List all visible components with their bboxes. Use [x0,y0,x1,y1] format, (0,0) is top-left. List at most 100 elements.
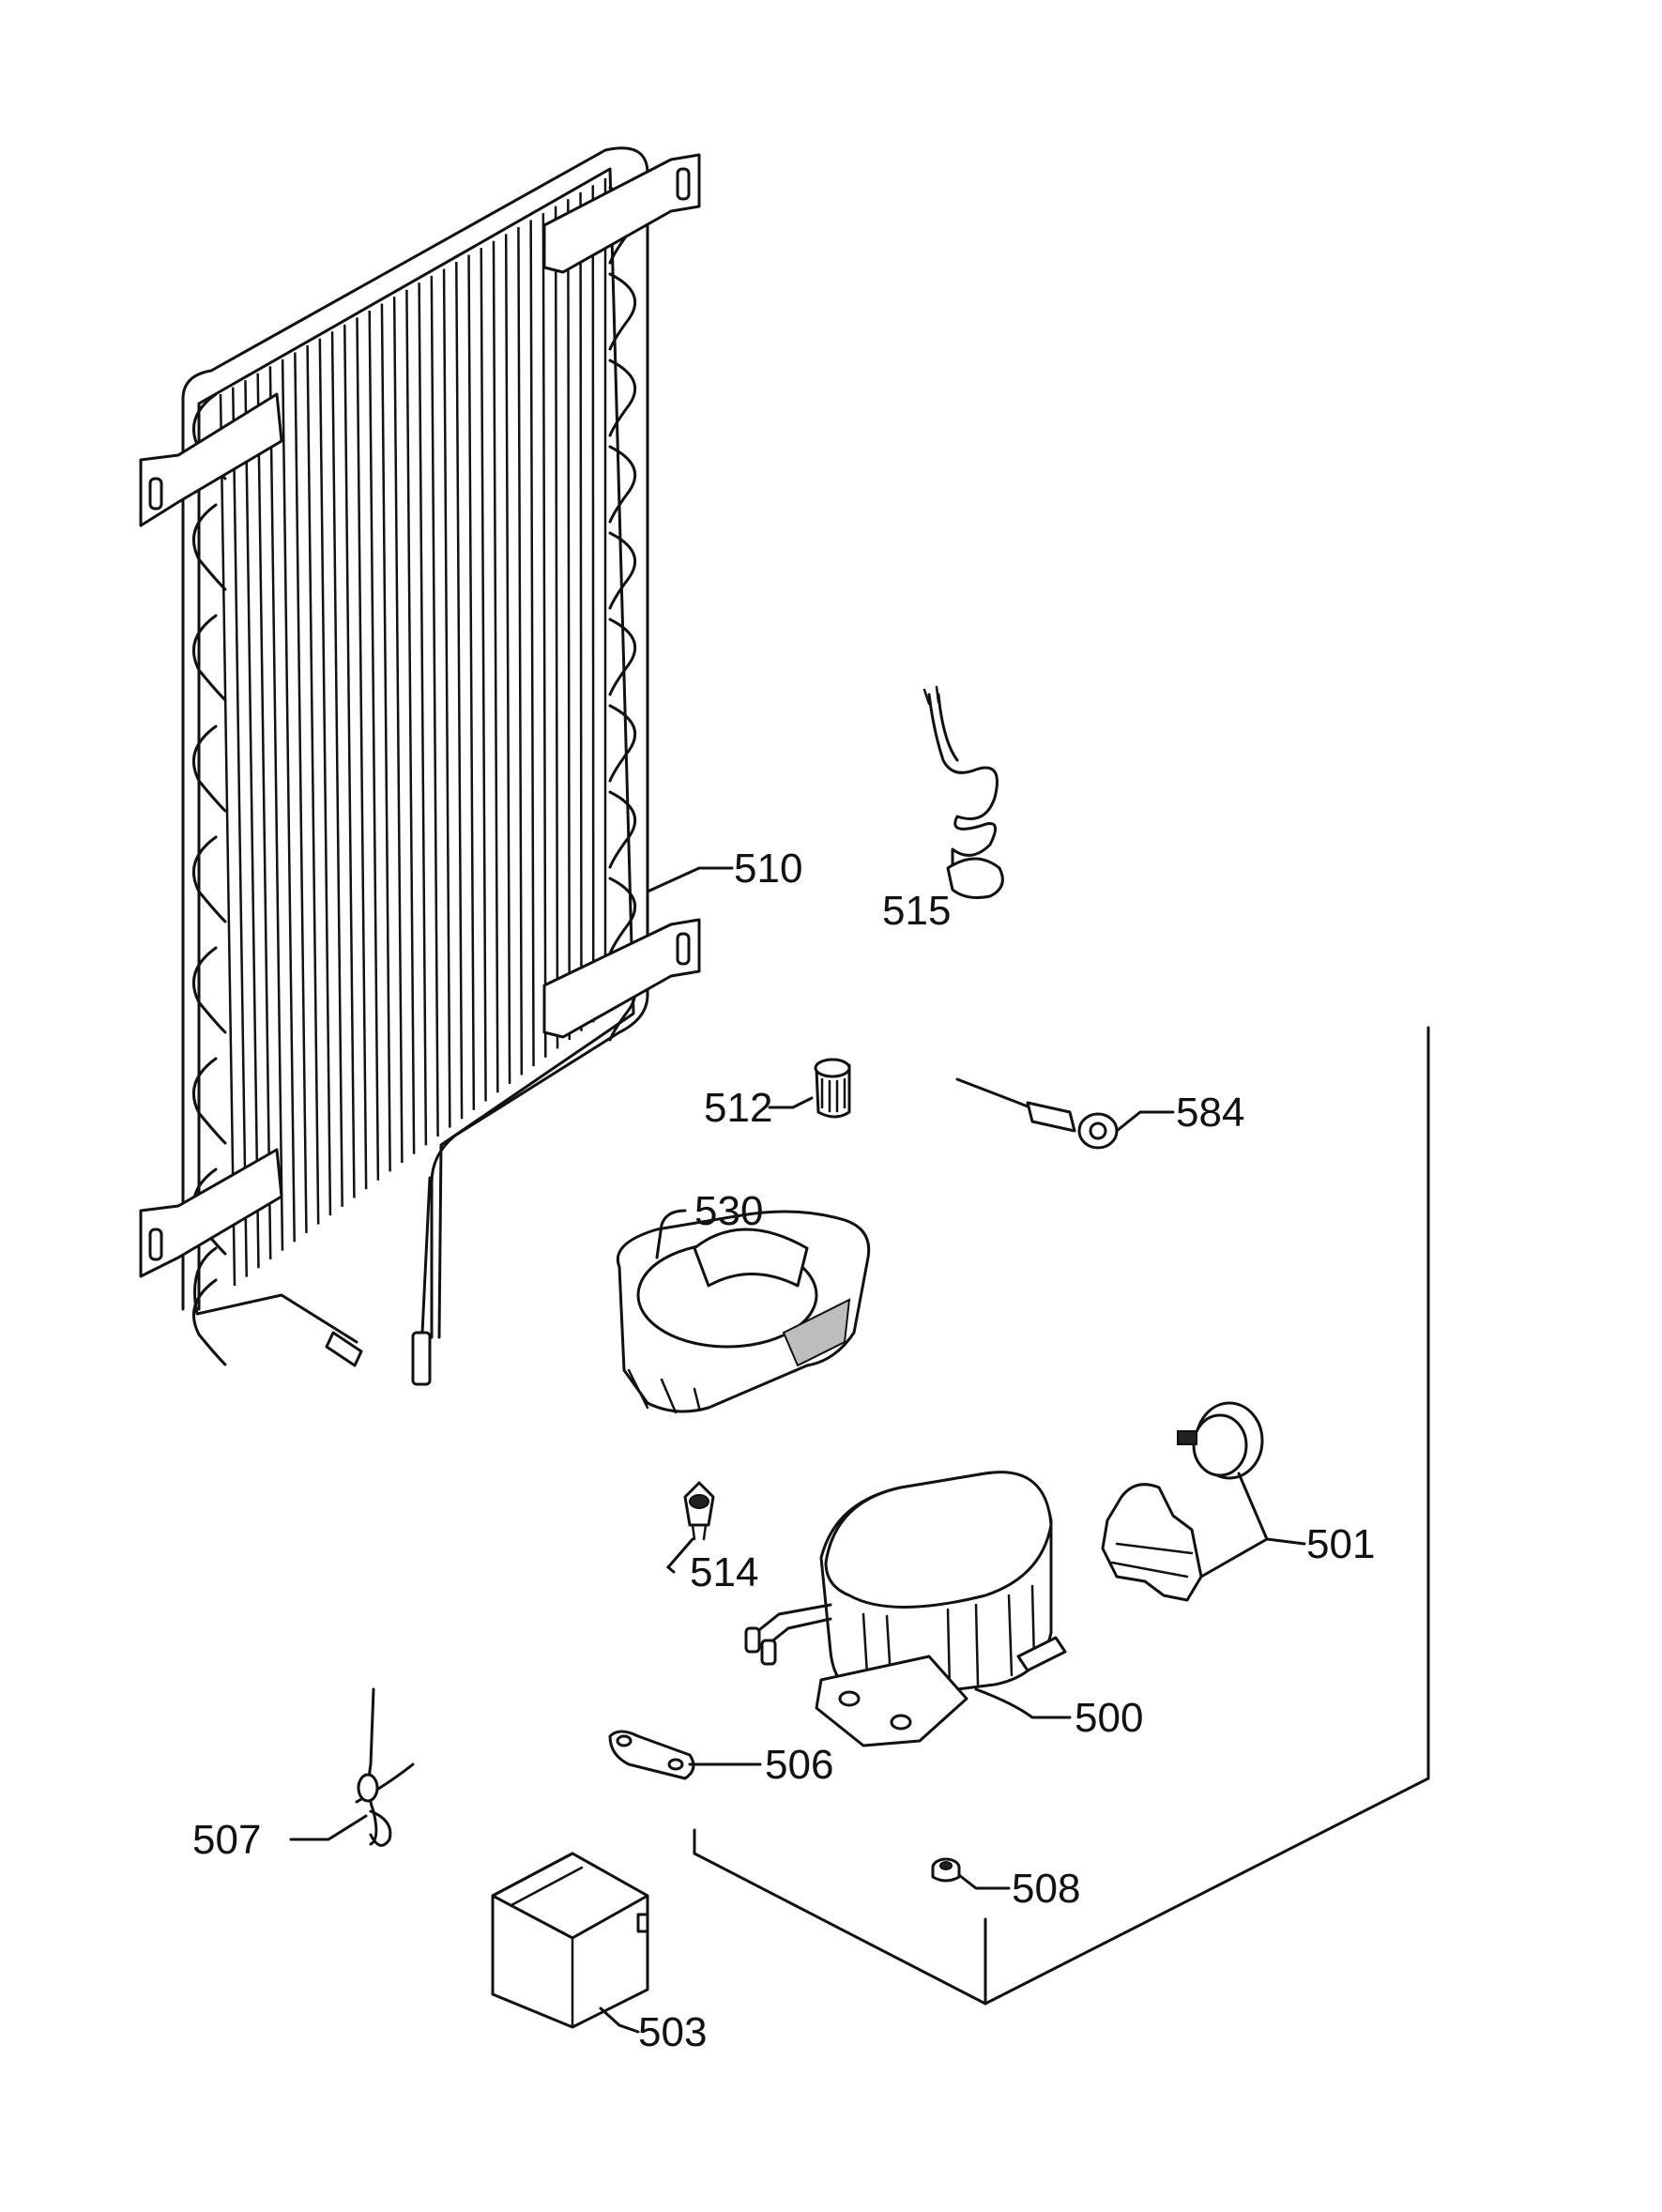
label-514: 514 [690,1549,758,1595]
label-507: 507 [192,1817,261,1863]
condenser-loop [608,445,637,524]
cord-ends [922,685,940,706]
clip-506[interactable] [608,1730,695,1780]
condenser-wire [380,303,391,1172]
condenser-loop [608,618,637,696]
condenser-wire [356,317,368,1190]
condenser-wire [567,199,572,1041]
condenser-wire [330,331,343,1207]
cord-wire [937,693,959,762]
filter-drier-507[interactable] [355,1687,415,1847]
condenser-wire [504,234,511,1084]
condenser-wire [268,366,284,1251]
condenser-tube-inner [197,167,635,1339]
leader-512 [768,1096,814,1109]
leader-503 [599,2006,640,2034]
label-503: 503 [638,2009,707,2055]
condenser-wire [480,248,487,1102]
label-506: 506 [765,1742,833,1788]
plug-icon [946,857,1004,899]
condenser-wire [529,220,535,1067]
condenser-wire [244,380,260,1269]
label-584: 584 [1176,1090,1244,1136]
condenser-loop [608,358,637,437]
tray-mesh [782,1298,851,1367]
condenser-pipe-end-left [325,1331,363,1367]
condenser-wire [318,338,332,1216]
condenser-loop [608,272,637,351]
sensor-584[interactable] [955,1077,1119,1150]
condenser-wire [455,262,464,1120]
compressor-dome [824,1471,1053,1609]
label-515: 515 [882,888,951,934]
condenser-loop [191,946,227,1034]
condenser-loop [191,1278,227,1366]
label-508: 508 [1012,1866,1080,1912]
condenser-loop [191,835,227,923]
condenser-wire [517,226,524,1075]
condenser-wire [343,324,356,1198]
bumper-514[interactable] [683,1481,715,1541]
condenser-wire [281,358,296,1243]
condenser-wire [541,213,547,1058]
label-530: 530 [694,1188,763,1234]
condenser-loop [608,877,637,955]
leader-508 [957,1873,1011,1890]
condenser-tube [181,146,649,1339]
leader-530 [655,1209,687,1259]
power-cord-515[interactable] [922,685,1004,899]
condenser-wire [368,310,380,1181]
condenser-wire [579,191,583,1031]
condenser-wire [430,275,439,1137]
condenser-loop [191,614,227,702]
bracket-slot [148,1228,163,1261]
relay-501[interactable] [1101,1401,1264,1602]
bracket-slot [676,167,691,201]
leader-500 [974,1687,1072,1719]
grommet-512[interactable] [814,1058,851,1119]
condenser-wire [492,240,499,1093]
condenser-loop [191,503,227,591]
condenser-bracket-right-lower [542,918,701,1039]
condenser-wire [442,268,451,1128]
condenser-wire [467,254,476,1110]
condenser-outlet-pipe-left [193,1246,358,1344]
bolt-508[interactable] [931,1857,961,1883]
label-500: 500 [1075,1695,1143,1741]
condenser-wire [306,345,320,1225]
condenser-wire [219,393,236,1287]
condenser-510[interactable] [139,146,701,1386]
condenser-bracket-left-lower [139,1148,283,1278]
bracket-slot [148,477,163,511]
compressor-500[interactable] [744,1471,1067,1747]
condenser-loop [191,1057,227,1145]
label-501: 501 [1306,1521,1375,1567]
condenser-wire [256,373,272,1259]
condenser-wire [418,282,428,1146]
condenser-wire [294,352,308,1233]
leader-501-tick [1265,1537,1306,1546]
condenser-outlet-pipe-right [420,1176,432,1335]
condenser-wire [405,289,416,1154]
condenser-loop [608,790,637,869]
box-503[interactable] [491,1852,649,2029]
condenser-bracket-top-right [542,153,701,274]
condenser-wire [392,297,404,1164]
label-512: 512 [704,1085,772,1131]
leader-584 [1115,1110,1175,1133]
label-510: 510 [734,846,802,892]
condenser-bracket-left-upper [139,392,283,527]
leader-507 [289,1814,368,1841]
condenser-loop [608,704,637,783]
condenser-wire [231,387,248,1277]
condenser-loop [608,531,637,610]
drip-tray-530[interactable] [617,1210,871,1414]
condenser-wire [554,206,559,1049]
leader-514 [665,1537,694,1574]
cabinet-outline [693,1026,1430,2006]
condenser-pipe-end-right [411,1331,432,1386]
condenser-vertical-wires [219,178,607,1287]
cord-coil [927,693,999,879]
leader-501 [1199,1472,1269,1579]
